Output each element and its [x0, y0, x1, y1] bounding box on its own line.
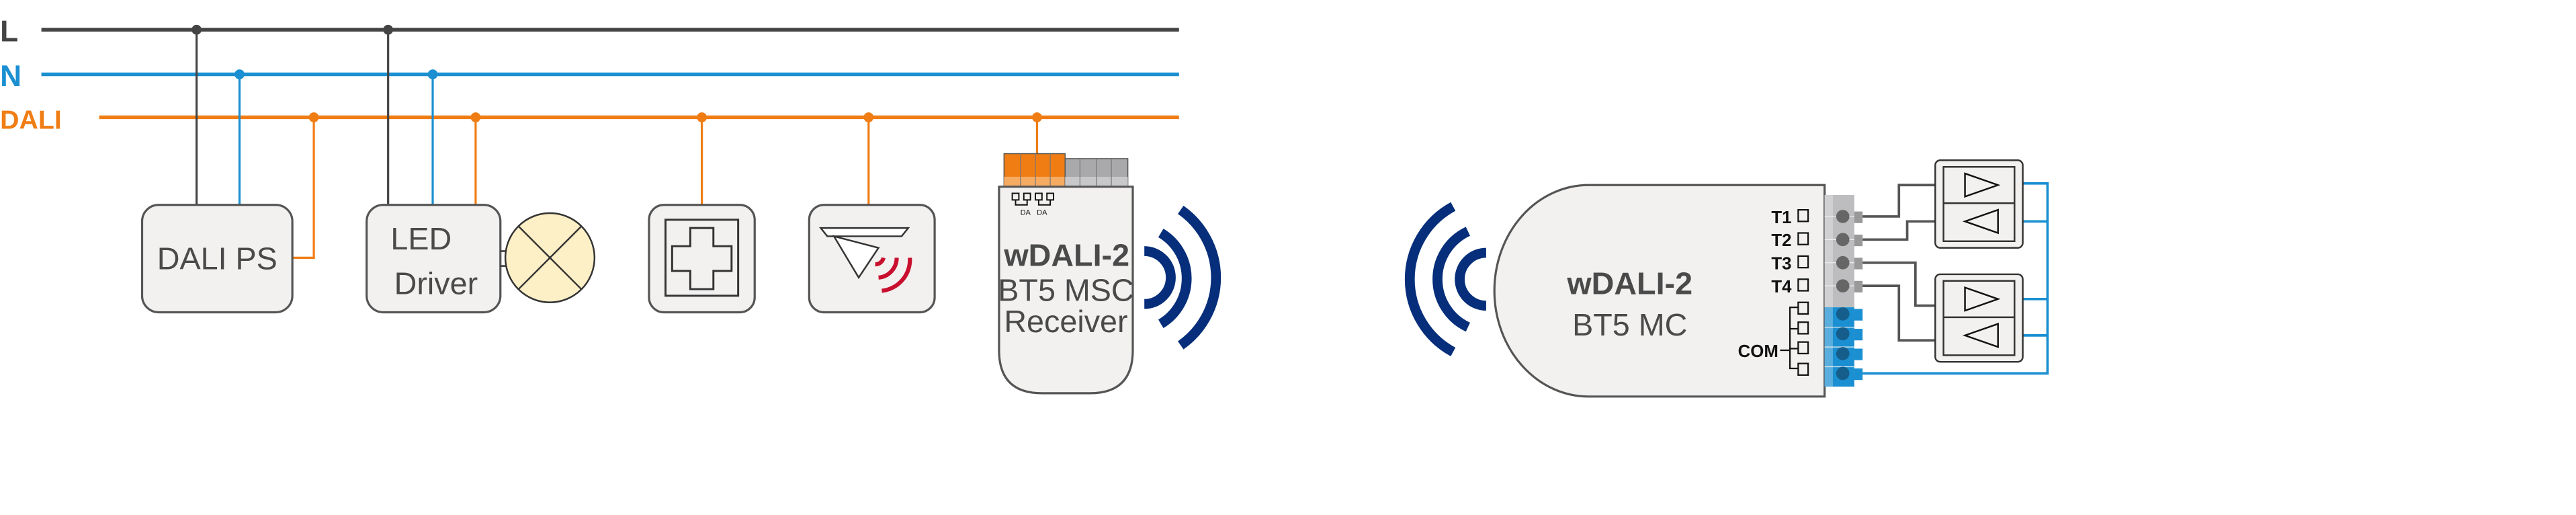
double-switch-1 — [1934, 159, 2024, 249]
receiver-device: DA DA wDALI-2 BT5 MSC Receiver — [998, 153, 1134, 395]
led-driver-label-line2: Driver — [394, 266, 478, 301]
terminal-label-com: COM — [1738, 342, 1778, 361]
bus-label-l: L — [0, 15, 18, 48]
dali-ps-label: DALI PS — [157, 241, 277, 276]
motion-sensor-icon — [818, 227, 912, 293]
terminal-label-t2: T2 — [1771, 231, 1791, 250]
terminal-symbols — [1780, 208, 1809, 376]
mc-title: wDALI-2 — [1566, 266, 1692, 301]
receiver-da-label-2: DA — [1037, 208, 1047, 216]
pushbutton-device — [648, 204, 756, 314]
mc-terminal-block — [1824, 194, 1863, 387]
sensor-device — [808, 204, 936, 314]
up-arrow-icon — [1964, 172, 2001, 198]
terminal-label-t3: T3 — [1771, 255, 1791, 274]
switch-wires — [1862, 184, 1936, 342]
receiver-model: BT5 MSC — [998, 272, 1133, 307]
com-wires — [1862, 182, 2049, 375]
wireless-signal-icon — [1144, 206, 1221, 350]
bus-taps — [196, 30, 1039, 259]
pushbutton-icon — [664, 219, 740, 297]
lamp-icon — [500, 212, 596, 303]
led-driver-label-line1: LED — [390, 221, 452, 256]
terminal-label-t1: T1 — [1771, 208, 1791, 227]
terminal-label-t4: T4 — [1771, 278, 1792, 296]
receiver-terminal-block — [1003, 153, 1129, 188]
led-driver: LED Driver — [366, 204, 502, 314]
bus-label-n: N — [0, 60, 22, 93]
receiver-type: Receiver — [1004, 304, 1127, 339]
receiver-da-label-1: DA — [1021, 208, 1031, 216]
mc-device: wDALI-2 BT5 MC T1 T2 T3 T4 COM — [1493, 184, 1863, 398]
bus-label-dali: DALI — [0, 106, 62, 135]
down-arrow-icon — [1962, 208, 1999, 235]
mc-model: BT5 MC — [1572, 307, 1687, 342]
dali-power-supply: DALI PS — [140, 204, 294, 314]
receiver-title: wDALI-2 — [1003, 238, 1129, 273]
junction-dots — [191, 24, 1042, 122]
up-arrow-icon — [1964, 286, 2001, 312]
double-switch-2 — [1934, 273, 2024, 363]
down-arrow-icon — [1962, 322, 1999, 348]
receiver-da-terminals — [1011, 192, 1055, 206]
wireless-signal-icon — [1404, 202, 1487, 356]
